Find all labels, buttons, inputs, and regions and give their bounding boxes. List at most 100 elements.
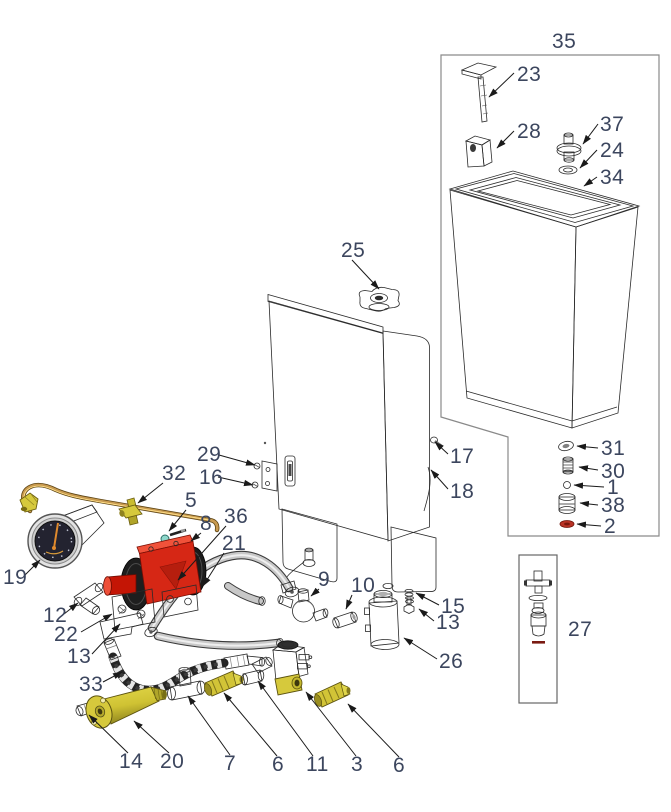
leader-line-36-14	[177, 525, 227, 581]
callout-19-16: 19	[3, 566, 27, 589]
cabinet-top-flange	[267, 293, 384, 335]
bolt-13-right	[403, 597, 415, 614]
bushing-38	[558, 493, 576, 514]
callout-16-10: 16	[199, 466, 223, 489]
gauge-tube-32	[19, 482, 220, 533]
leader-line-6-27	[347, 703, 400, 758]
cabinet-front-panel	[268, 300, 389, 541]
ball-1	[563, 481, 571, 489]
callout-28-2: 28	[517, 120, 541, 143]
leader-line-16-10	[217, 476, 254, 487]
dipstick-23	[460, 62, 498, 123]
callout-27-38: 27	[568, 618, 592, 641]
leader-line-17-7	[434, 441, 449, 455]
leader-line-13-19	[91, 623, 121, 655]
tee-fitting-7	[167, 667, 206, 701]
callout-22-18: 22	[54, 623, 78, 646]
leader-line-6-24	[223, 692, 278, 757]
bracket-screw-top	[253, 462, 261, 470]
manifold-threads	[150, 686, 167, 701]
leader-line-25-6	[351, 259, 380, 290]
solenoid-valve-body	[274, 673, 303, 696]
leader-line-5-12	[168, 509, 187, 532]
cabinet-wire-18	[423, 466, 431, 512]
leader-line-15-30	[415, 592, 440, 606]
canister-26	[364, 590, 400, 650]
tank-34	[448, 170, 641, 429]
solenoid-valve-3	[271, 640, 313, 696]
assembly-box-35	[440, 54, 660, 537]
screw-17	[430, 436, 443, 447]
cabinet-foot	[382, 583, 394, 590]
sight-block-28	[464, 135, 493, 168]
callout-38-36: 38	[601, 494, 625, 517]
hose-33	[103, 638, 265, 695]
mount-bracket-13	[99, 612, 144, 640]
callout-35-0: 35	[552, 30, 576, 53]
callout-20-22: 20	[160, 750, 184, 773]
callout-10-29: 10	[351, 574, 375, 597]
leader-line-3-26	[305, 691, 357, 757]
hose-fitting-left	[103, 638, 122, 661]
wing-nut-25	[358, 286, 400, 312]
callout-26-32: 26	[439, 650, 463, 673]
manifold-20	[85, 686, 167, 729]
callout-1-35: 1	[607, 476, 619, 499]
washer-31	[558, 440, 574, 452]
leader-line-19-16	[24, 559, 41, 576]
callout-13-19: 13	[67, 645, 91, 668]
door-handle	[284, 455, 296, 487]
handle-foot-left	[144, 626, 158, 638]
callout-6-27: 6	[393, 754, 405, 777]
tee-fitting-12	[73, 582, 104, 615]
cabinet-side-panel	[382, 330, 430, 542]
pressure-gauge-19	[27, 513, 83, 569]
spring-bolt-30	[562, 456, 574, 475]
leader-line-11-25	[257, 680, 314, 757]
callout-17-7: 17	[450, 445, 474, 468]
leader-line-12-17	[63, 602, 79, 615]
pump-piston	[103, 574, 137, 596]
leader-line-13-31	[418, 608, 435, 622]
leader-line-26-32	[403, 637, 438, 660]
callout-18-8: 18	[450, 480, 474, 503]
handle-frame-21	[144, 550, 300, 650]
leg-fitting	[283, 547, 316, 582]
leader-line-24-4	[579, 149, 598, 169]
leader-line-14-21	[88, 714, 129, 754]
washer-24	[558, 165, 578, 175]
callout-11-25: 11	[306, 753, 329, 776]
callout-25-6: 25	[341, 239, 365, 262]
kit-box-27	[518, 554, 558, 704]
callout-30-34: 30	[601, 460, 625, 483]
breather-37	[556, 132, 582, 163]
callout-2-37: 2	[604, 515, 616, 538]
callout-34-5: 34	[600, 166, 624, 189]
callout-5-12: 5	[185, 489, 197, 512]
callout-23-1: 23	[517, 63, 541, 86]
leader-line-32-11	[137, 482, 164, 504]
leader-line-10-29	[345, 594, 353, 610]
leader-line-7-23	[187, 695, 231, 756]
leader-line-18-8	[430, 469, 449, 490]
leader-line-37-3	[582, 123, 599, 145]
callout-36-14: 36	[224, 505, 248, 528]
oring-2	[559, 520, 575, 528]
check-valve-6-left	[203, 670, 244, 697]
callout-7-23: 7	[224, 752, 236, 775]
leader-line-2-37	[576, 521, 602, 528]
check-valve-6-right	[313, 681, 351, 708]
cabinet-left-leg	[281, 508, 338, 583]
leader-line-29-9	[218, 454, 256, 466]
leader-line-34-5	[583, 176, 598, 187]
callout-24-4: 24	[600, 139, 624, 162]
callout-15-30: 15	[441, 595, 465, 618]
leader-line-38-36	[579, 500, 599, 508]
hinge-bracket	[251, 460, 278, 492]
callout-29-9: 29	[197, 443, 221, 466]
leader-line-21-15	[202, 552, 225, 587]
fitting-11	[241, 656, 273, 686]
hose-fitting-right	[223, 653, 265, 670]
